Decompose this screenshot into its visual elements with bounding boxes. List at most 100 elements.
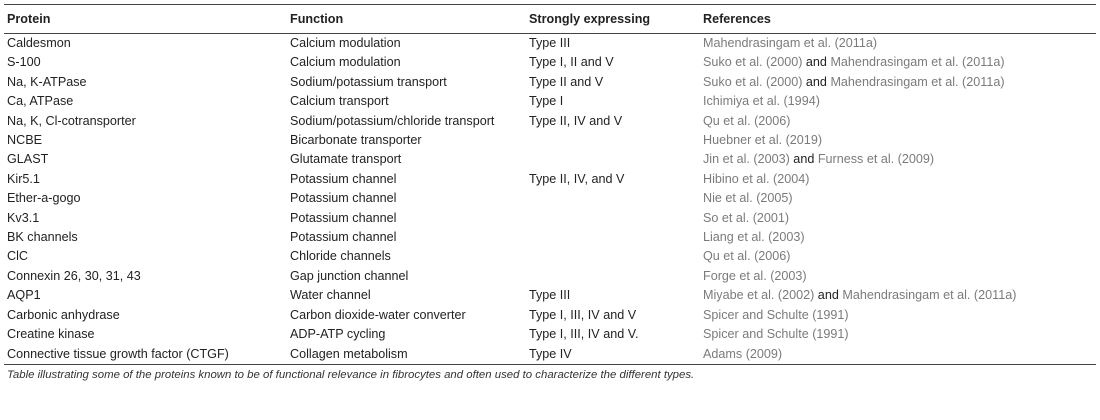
reference-link[interactable]: Spicer and Schulte (1991) (703, 327, 849, 342)
cell-strongly-expressing: Type II and V (529, 74, 604, 89)
cell-function: Carbon dioxide-water converter (290, 307, 466, 322)
table-row: Kir5.1 Potassium channel Type II, IV, and … (4, 170, 1096, 189)
cell-strongly-expressing: Type III (529, 288, 571, 303)
cell-protein: Caldesmon (7, 36, 71, 50)
reference-link[interactable]: Qu et al. (2006) (703, 249, 791, 264)
cell-references: Nie et al. (2005) (700, 189, 1096, 208)
cell-references: Forge et al. (2003) (700, 267, 1096, 286)
cell-references: So et al. (2001) (700, 209, 1096, 228)
cell-strongly-expressing (526, 228, 700, 247)
cell-function: Potassium channel (290, 171, 397, 186)
cell-protein: Na, K-ATPase (7, 74, 87, 89)
reference-link[interactable]: Nie et al. (2005) (703, 191, 793, 206)
reference-link[interactable]: Furness et al. (2009) (817, 152, 935, 167)
cell-function: Calcium transport (290, 94, 389, 109)
reference-link[interactable]: Suko et al. (2000) (703, 74, 803, 89)
cell-protein: Carbonic anhydrase (7, 307, 120, 322)
cell-strongly-expressing: Type III (529, 36, 571, 50)
cell-protein: Connexin 26, 30, 31, 43 (7, 268, 141, 283)
cell-protein: Creatine kinase (7, 327, 95, 342)
cell-protein: ClC (7, 249, 28, 264)
table-row: Na, K, Cl-cotransporter Sodium/potassium/… (4, 112, 1096, 131)
cell-protein: Ca, ATPase (7, 94, 74, 109)
cell-references: Miyabe et al. (2002) and Mahendrasingam … (700, 286, 1096, 305)
reference-link[interactable]: Forge et al. (2003) (703, 268, 807, 283)
reference-link[interactable]: Spicer and Schulte (1991) (703, 307, 849, 322)
reference-link[interactable]: Qu et al. (2006) (703, 113, 791, 128)
cell-strongly-expressing (526, 247, 700, 266)
reference-link[interactable]: Adams (2009) (703, 346, 783, 361)
reference-join: and (802, 55, 831, 70)
cell-function: Calcium modulation (290, 55, 401, 70)
table-row: ClC Chloride channels Qu et al. (2006) (4, 247, 1096, 266)
cell-references: Mahendrasingam et al. (2011a) (700, 34, 1096, 54)
reference-link[interactable]: Mahendrasingam et al. (2011a) (830, 55, 1005, 70)
cell-function: Glutamate transport (290, 152, 402, 167)
reference-join: and (814, 288, 843, 303)
cell-protein: BK channels (7, 230, 78, 245)
reference-link[interactable]: Jin et al. (2003) (703, 152, 790, 167)
cell-references: Qu et al. (2006) (700, 112, 1096, 131)
cell-strongly-expressing: Type I, III, IV and V (529, 307, 637, 322)
reference-link[interactable]: Mahendrasingam et al. (2011a) (842, 288, 1017, 303)
table-caption: Table illustrating some of the proteins … (7, 368, 695, 381)
table-header: Protein Function Strongly expressing Ref… (4, 4, 1096, 34)
header-row: Protein Function Strongly expressing Ref… (4, 4, 1096, 34)
reference-link[interactable]: So et al. (2001) (703, 210, 790, 225)
header-function: Function (287, 4, 526, 34)
reference-join: and (802, 74, 831, 89)
cell-references: Qu et al. (2006) (700, 247, 1096, 266)
header-strongly-expressing: Strongly expressing (526, 4, 700, 34)
reference-link[interactable]: Ichimiya et al. (1994) (703, 94, 820, 109)
reference-link[interactable]: Mahendrasingam et al. (2011a) (703, 36, 878, 50)
cell-strongly-expressing: Type I (529, 94, 564, 109)
protein-table: Protein Function Strongly expressing Ref… (4, 4, 1096, 365)
cell-protein: Ether-a-gogo (7, 191, 81, 206)
cell-function: Chloride channels (290, 249, 391, 264)
cell-strongly-expressing: Type II, IV and V (529, 113, 623, 128)
cell-strongly-expressing (526, 150, 700, 169)
reference-link[interactable]: Mahendrasingam et al. (2011a) (830, 74, 1005, 89)
cell-function: Collagen metabolism (287, 344, 526, 365)
table-row: Ether-a-gogo Potassium channel Nie et al. … (4, 189, 1096, 208)
reference-link[interactable]: Miyabe et al. (2002) (703, 288, 815, 303)
table-row: Ca, ATPase Calcium transport Type I Ichimiy… (4, 92, 1096, 111)
cell-references: Suko et al. (2000) and Mahendrasingam et… (700, 53, 1096, 72)
cell-protein: Na, K, Cl-cotransporter (7, 113, 136, 128)
table-row: Carbonic anhydrase Carbon dioxide-water c… (4, 306, 1096, 325)
header-references: References (700, 4, 1096, 34)
reference-link[interactable]: Hibino et al. (2004) (703, 171, 810, 186)
cell-strongly-expressing: Type II, IV, and V (529, 171, 625, 186)
cell-references: Spicer and Schulte (1991) (700, 306, 1096, 325)
reference-link[interactable]: Huebner et al. (2019) (703, 133, 823, 148)
cell-strongly-expressing: Type I, III, IV and V. (529, 327, 639, 342)
cell-strongly-expressing: Type IV (526, 344, 700, 365)
cell-strongly-expressing (526, 131, 700, 150)
cell-protein: S-100 (7, 55, 41, 70)
reference-link[interactable]: Suko et al. (2000) (703, 55, 803, 70)
cell-protein: Kv3.1 (7, 210, 40, 225)
cell-protein: Kir5.1 (7, 171, 40, 186)
cell-function: ADP-ATP cycling (290, 327, 386, 342)
cell-function: Potassium channel (290, 191, 397, 206)
reference-link[interactable]: Liang et al. (2003) (703, 230, 805, 245)
cell-references: Hibino et al. (2004) (700, 170, 1096, 189)
cell-references: Liang et al. (2003) (700, 228, 1096, 247)
cell-function: Sodium/potassium/chloride transport (290, 113, 495, 128)
cell-references: Jin et al. (2003) and Furness et al. (20… (700, 150, 1096, 169)
cell-strongly-expressing (526, 209, 700, 228)
table-row: Creatine kinase ADP-ATP cycling Type I, II… (4, 325, 1096, 344)
cell-strongly-expressing (526, 267, 700, 286)
cell-references: Adams (2009) (700, 344, 1096, 365)
cell-protein: AQP1 (7, 288, 41, 303)
